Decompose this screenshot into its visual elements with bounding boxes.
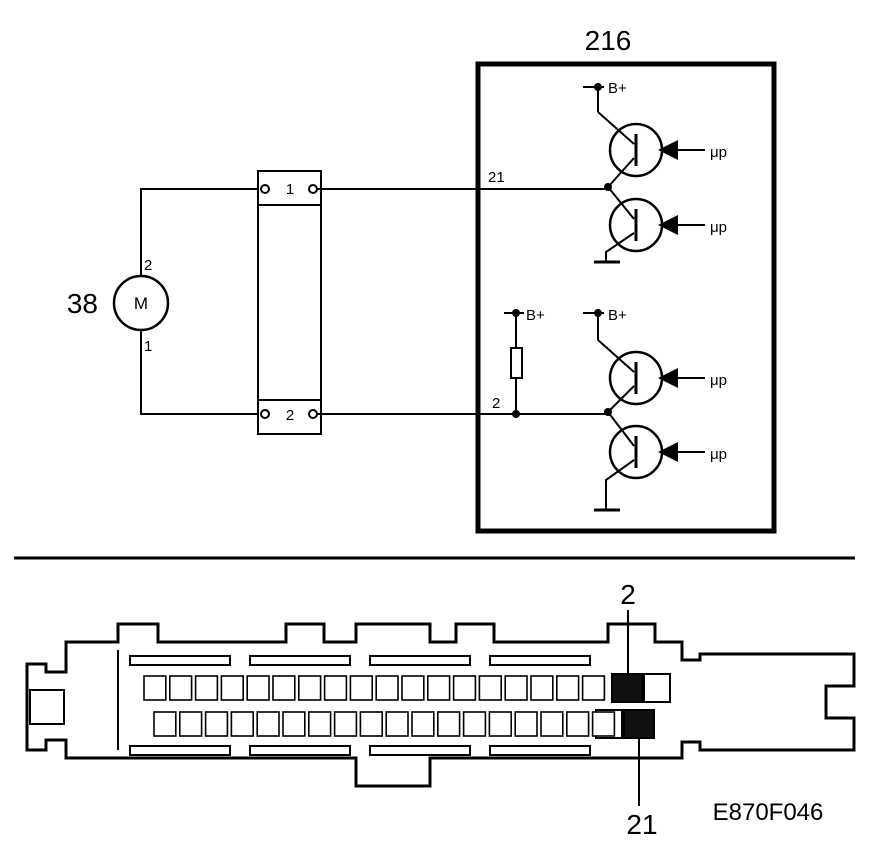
input-label: μp	[710, 372, 727, 389]
pin-cavity	[349, 675, 373, 701]
motor-symbol-label: M	[134, 294, 148, 313]
motor-pin-bottom-label: 1	[144, 338, 152, 355]
pin-cavity	[581, 675, 606, 701]
pin-cavity	[230, 711, 254, 737]
pin-cavity	[375, 675, 399, 701]
pin-cavity	[643, 673, 671, 703]
pin-cavity	[436, 711, 461, 737]
connector-pin-2-label: 2	[286, 407, 294, 424]
module-number-label: 216	[585, 25, 632, 56]
pin-cavity	[282, 711, 306, 737]
pin-cavity	[426, 675, 451, 701]
pin-cavity	[153, 711, 177, 737]
pin-cavity	[504, 675, 528, 701]
module-pin-21-label: 21	[488, 169, 505, 186]
pin-cavity	[246, 675, 270, 701]
input-label: μp	[710, 446, 727, 463]
pin-cavity	[401, 675, 425, 701]
pin-cavity	[385, 711, 409, 737]
connector-face-view: 2 21	[25, 579, 856, 840]
motor-wiring	[140, 188, 262, 415]
highlighted-pin-2	[611, 673, 643, 703]
pin-cavity	[143, 675, 167, 701]
pin-cavity	[488, 711, 512, 737]
pin-cavity	[272, 675, 296, 701]
input-label: μp	[710, 144, 727, 161]
pin-cavity	[514, 711, 538, 737]
motor-38: M 38 2 1	[67, 257, 170, 355]
motor-number-label: 38	[67, 288, 98, 319]
callout-pin-2-label: 2	[620, 579, 636, 610]
supply-label: B+	[608, 80, 627, 97]
pin-cavity	[204, 711, 229, 737]
highlighted-pin-21	[623, 709, 655, 739]
pin-cavity	[411, 711, 435, 737]
pin-cavity	[169, 675, 193, 701]
supply-label: B+	[526, 307, 545, 324]
pin-cavity	[462, 711, 487, 737]
pin-cavity	[565, 711, 590, 737]
pin-cavity	[591, 711, 616, 737]
pin-cavity	[307, 711, 332, 737]
pin-cavity	[555, 675, 580, 701]
figure-code-label: E870F046	[713, 799, 824, 826]
control-module-216: 216	[475, 25, 777, 534]
pin-row-bottom	[153, 711, 616, 737]
pin-cavity	[478, 675, 502, 701]
lower-driver-stage: B+ B+ μp μp	[478, 307, 727, 512]
pin-cavity	[540, 711, 564, 737]
pin-cavity	[179, 711, 203, 737]
pin-cavity	[297, 675, 322, 701]
input-label: μp	[710, 219, 727, 236]
inline-connector: 1 2	[257, 170, 322, 435]
connector-pin-1-label: 1	[286, 181, 294, 198]
motor-pin-top-label: 2	[144, 257, 152, 274]
module-pin-2-label: 2	[492, 395, 500, 412]
pin-cavity	[359, 711, 383, 737]
pin-cavity	[452, 675, 477, 701]
pin-cavity	[333, 711, 358, 737]
upper-driver-stage: B+ μp μp	[478, 80, 727, 264]
pin-cavity	[256, 711, 280, 737]
pin-cavity	[194, 675, 219, 701]
supply-label: B+	[608, 307, 627, 324]
pin-cavity	[220, 675, 244, 701]
harness-wires: 21 2	[317, 169, 505, 415]
pin-cavity	[530, 675, 554, 701]
pin-cavity	[323, 675, 348, 701]
callout-pin-21-label: 21	[626, 809, 657, 840]
